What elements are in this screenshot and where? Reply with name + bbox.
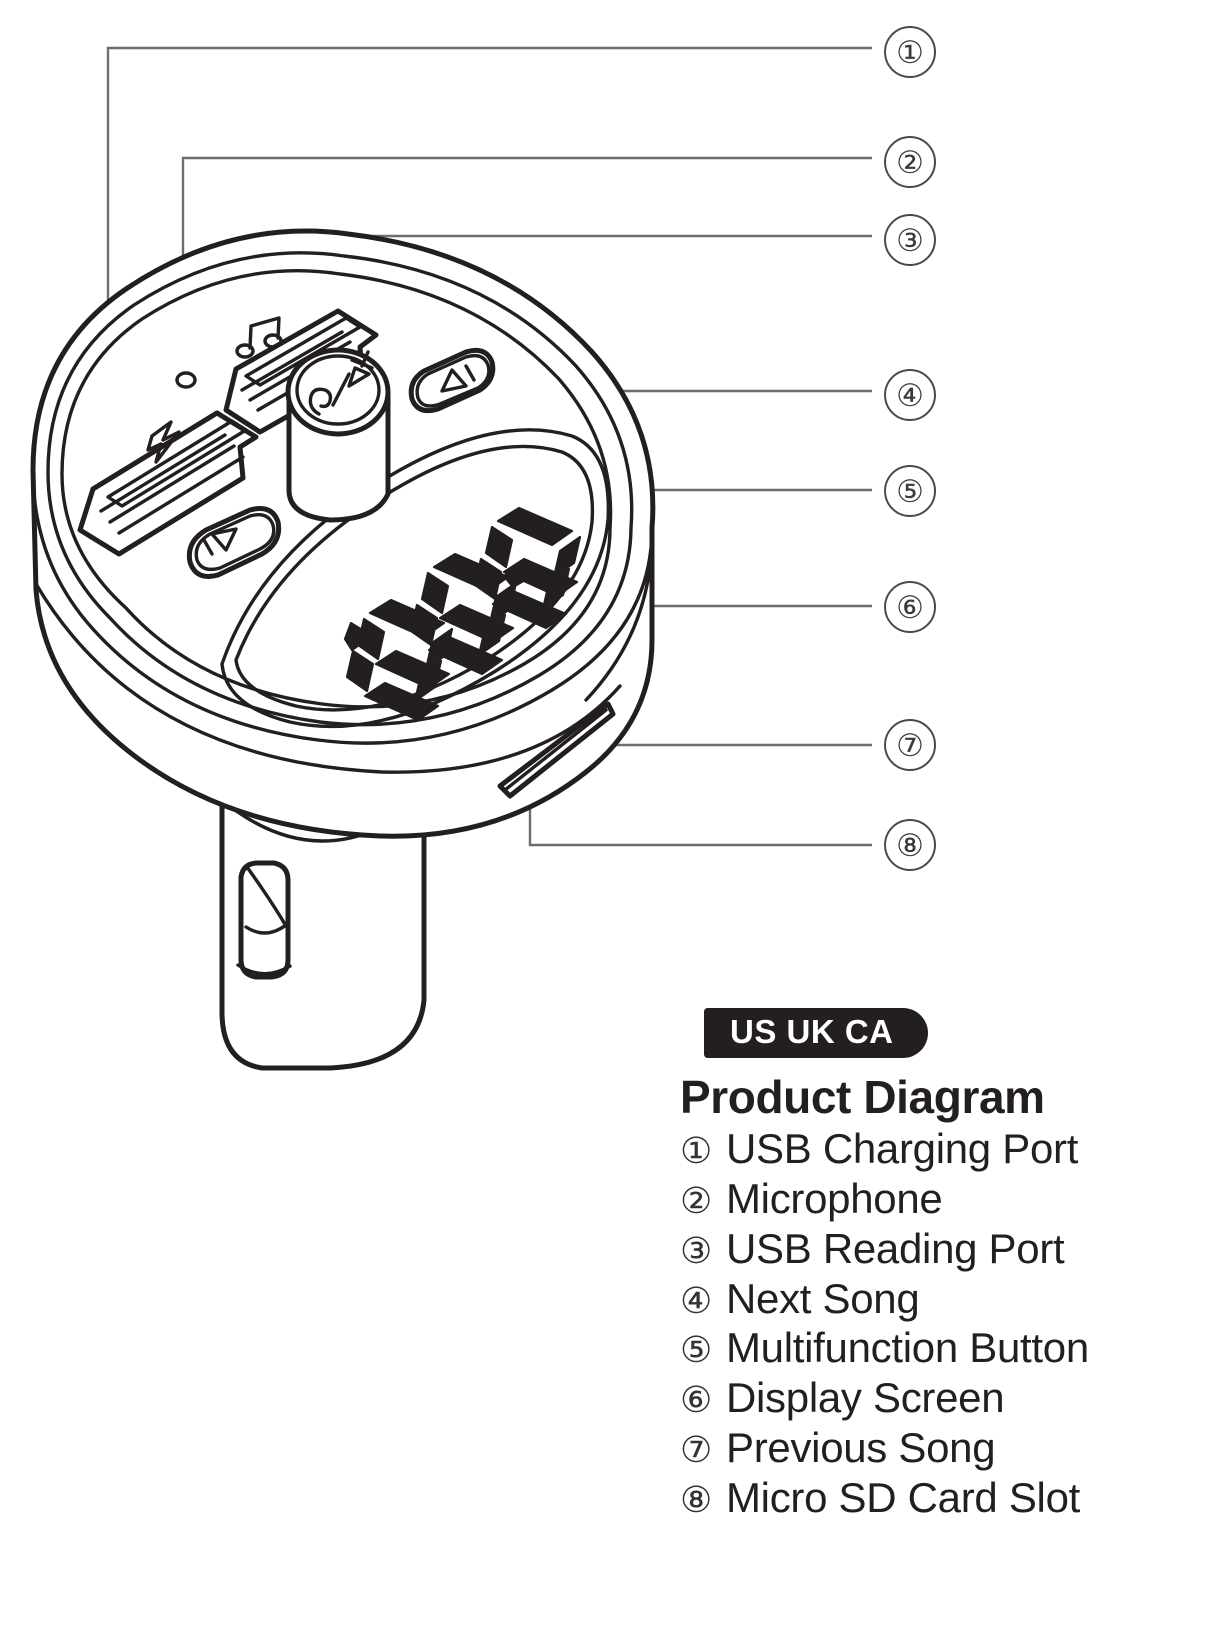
barrel-contact-edge: [245, 865, 288, 928]
usb-a-contact-2: [108, 444, 236, 524]
decimal-point: [502, 567, 527, 589]
usb-charging-port: [77, 410, 259, 557]
previous-song-button: [186, 506, 282, 579]
seven-segment-display: [343, 506, 582, 722]
skip-forward-triangle: [440, 368, 468, 393]
legend-item-7: ⑦ Previous Song: [676, 1424, 1220, 1473]
icon-separator-slash: [331, 372, 351, 407]
skip-backward-bar: [202, 538, 214, 556]
legend-label-previous-song: Previous Song: [726, 1423, 996, 1471]
next-song-button: [408, 347, 496, 414]
legend-marker-1: ①: [680, 1130, 713, 1172]
legend-label-usb-reading-port: USB Reading Port: [726, 1224, 1065, 1272]
legend-item-6: ⑥ Display Screen: [676, 1374, 1220, 1423]
leader-line-8: [528, 772, 872, 847]
legend-item-1: ① USB Charging Port: [676, 1125, 1220, 1174]
device-housing: [30, 228, 656, 839]
legend-item-8: ⑧ Micro SD Card Slot: [676, 1474, 1220, 1523]
previous-song-button-body: [186, 506, 282, 579]
legend-panel: US UK CA Product Diagram ① USB Charging …: [676, 1008, 1220, 1523]
legend-label-micro-sd-card-slot: Micro SD Card Slot: [726, 1473, 1081, 1521]
legend-label-usb-charging-port: USB Charging Port: [726, 1125, 1079, 1173]
micro-sd-slot-inner: [503, 708, 608, 792]
legend-item-5: ⑤ Multifunction Button: [676, 1324, 1220, 1373]
device-barrel: [219, 797, 427, 1071]
housing-right-edge-curve: [584, 526, 654, 702]
legend-label-next-song: Next Song: [726, 1274, 920, 1322]
segment-digit-1: [345, 598, 454, 722]
usb-reading-contact-1: [240, 330, 344, 392]
legend-marker-6: ⑥: [680, 1379, 713, 1421]
callout-4: ④: [884, 369, 936, 421]
legend-label-display-screen: Display Screen: [726, 1374, 1005, 1422]
callout-6: ⑥: [884, 581, 936, 633]
callout-3: ③: [884, 214, 936, 266]
display-corner-marker: [343, 621, 374, 652]
top-face-inner-rim: [46, 251, 634, 727]
legend-marker-5: ⑤: [680, 1329, 713, 1371]
usb-a-contact-3: [117, 455, 245, 535]
page-title: Product Diagram: [680, 1070, 1045, 1123]
usb-a-tongue: [106, 419, 248, 508]
music-note-icon: [235, 316, 283, 359]
barrel-contact-base: [236, 963, 292, 976]
next-song-button-inner: [415, 353, 491, 408]
callout-8: ⑧: [884, 819, 936, 871]
segment-digit-2: [409, 552, 518, 676]
barrel-spring-contact: [238, 860, 291, 980]
legend-marker-3: ③: [680, 1229, 713, 1271]
legend-item-2: ② Microphone: [676, 1175, 1220, 1224]
multifunction-button: [285, 347, 391, 523]
pause-bar-2: [350, 358, 374, 370]
segment-digit-3: [473, 506, 582, 630]
skip-backward-triangle: [210, 527, 238, 552]
legend-label-multifunction-button: Multifunction Button: [726, 1324, 1089, 1372]
usb-a-right-edge: [238, 445, 245, 480]
callout-5: ⑤: [884, 465, 936, 517]
play-icon: [347, 366, 371, 388]
top-face-recess: [60, 268, 613, 709]
legend-marker-7: ⑦: [680, 1428, 713, 1470]
barrel-contact-fold: [244, 923, 288, 935]
legend-item-3: ③ USB Reading Port: [676, 1225, 1220, 1274]
usb-a-left-edge: [78, 528, 121, 556]
callout-1: ①: [884, 26, 936, 78]
microphone-pinhole: [175, 371, 197, 389]
callout-7: ⑦: [884, 719, 936, 771]
region-badge: US UK CA: [704, 1008, 928, 1058]
multifunction-button-cap-inner: [295, 354, 381, 426]
skip-forward-bar: [464, 364, 476, 382]
legend-marker-8: ⑧: [680, 1478, 713, 1520]
usb-a-contact-1: [99, 433, 227, 513]
next-song-button-body: [408, 347, 496, 414]
legend-label-microphone: Microphone: [726, 1175, 943, 1223]
housing-shoulder-curve: [34, 582, 622, 774]
callout-2: ②: [884, 136, 936, 188]
lightning-bolt-icon: [146, 420, 181, 464]
phone-handset-icon: [308, 387, 333, 416]
legend-marker-2: ②: [680, 1180, 713, 1222]
legend-item-4: ④ Next Song: [676, 1275, 1220, 1324]
legend-marker-4: ④: [680, 1279, 713, 1321]
